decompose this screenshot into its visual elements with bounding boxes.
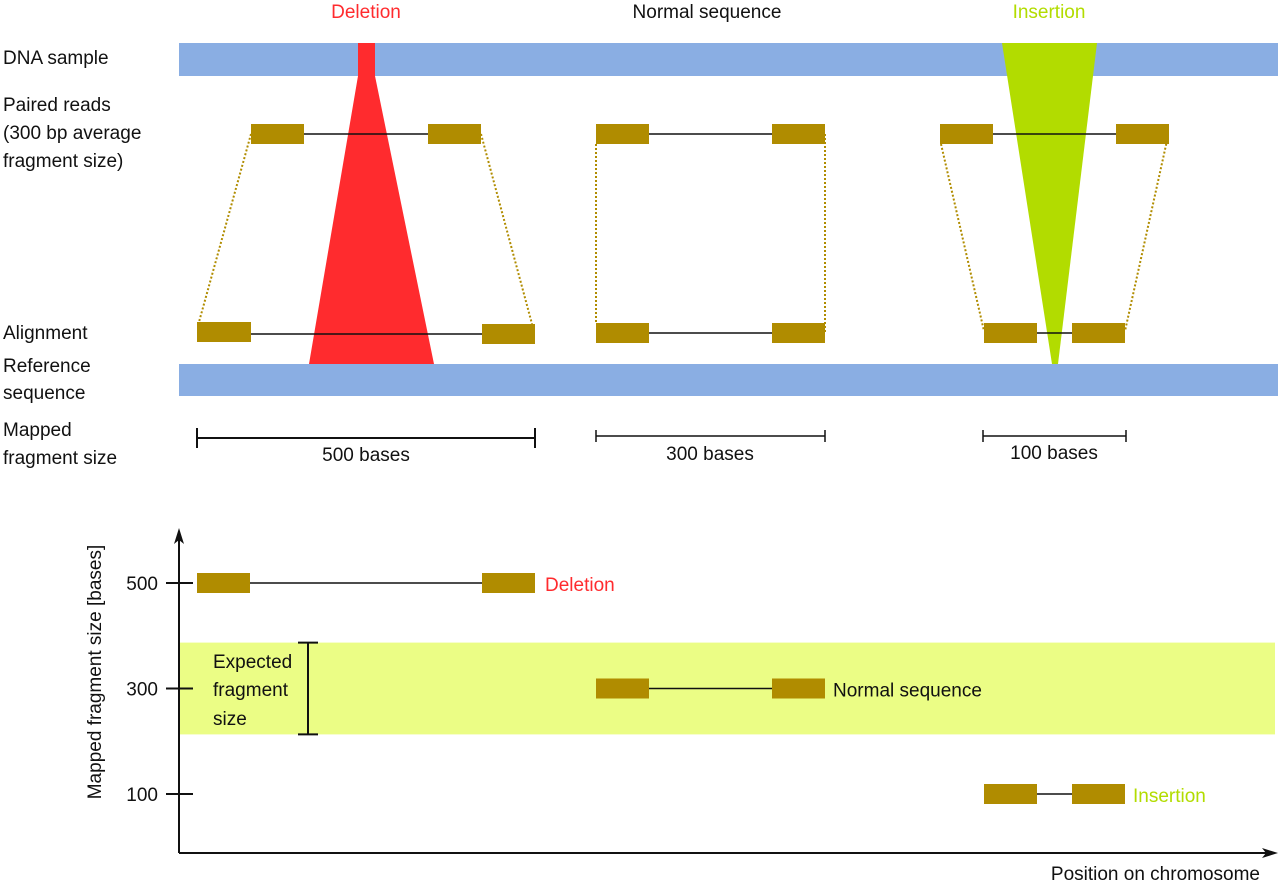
insertion-paired-reads <box>940 124 1169 144</box>
read-box <box>428 124 481 144</box>
read-box <box>984 323 1037 343</box>
scale-label-insertion: 100 bases <box>1010 443 1098 464</box>
read-box <box>1072 784 1125 804</box>
read-box <box>596 678 649 699</box>
connector-dotted <box>940 143 985 332</box>
plot-entry-normal-sequence: Normal sequence <box>596 678 982 702</box>
plot-entry-deletion: Deletion <box>197 573 615 596</box>
title-deletion: Deletion <box>331 2 401 23</box>
fragment-size-plot: Mapped fragment size [bases] Position on… <box>85 528 1278 883</box>
deletion-paired-reads <box>251 124 481 144</box>
x-axis-arrow-icon <box>1262 848 1278 858</box>
y-tick-label: 300 <box>126 680 158 701</box>
label-mapped-2: fragment size <box>3 448 117 469</box>
scale-bar-insertion <box>982 430 1127 442</box>
x-axis-label: Position on chromosome <box>1051 864 1260 883</box>
read-box <box>482 573 535 593</box>
label-paired-reads-1: Paired reads <box>3 95 111 116</box>
insertion-alignment <box>984 323 1125 343</box>
plot-entry-label: Insertion <box>1133 786 1206 807</box>
y-tick-label: 100 <box>126 785 158 806</box>
read-box <box>197 573 250 593</box>
plot-entry-label: Deletion <box>545 575 615 596</box>
y-ticks: 500 300 100 <box>126 574 193 806</box>
read-box <box>197 322 251 342</box>
label-reference-1: Reference <box>3 356 91 377</box>
plot-entry-label: Normal sequence <box>833 681 982 702</box>
label-dna-sample: DNA sample <box>3 48 109 69</box>
label-reference-2: sequence <box>3 383 85 404</box>
deletion-wedge <box>309 76 434 364</box>
y-axis-arrow-icon <box>174 528 184 544</box>
connector-dotted <box>480 133 533 325</box>
normal-alignment <box>596 323 825 343</box>
read-box <box>1072 323 1125 343</box>
y-tick-label: 500 <box>126 574 158 595</box>
read-box <box>772 678 825 699</box>
scale-bar-deletion <box>196 428 536 448</box>
read-box <box>940 124 993 144</box>
connector-dotted <box>198 133 252 323</box>
expected-range-bar <box>298 641 318 736</box>
y-axis-label: Mapped fragment size [bases] <box>85 545 106 800</box>
read-box <box>251 124 304 144</box>
read-box <box>1116 124 1169 144</box>
scale-bar-normal <box>595 430 826 442</box>
read-box <box>596 124 649 144</box>
plot-entry-insertion: Insertion <box>984 784 1206 807</box>
dna-sample-bar <box>179 43 1278 76</box>
title-normal: Normal sequence <box>633 2 782 23</box>
expected-label-1: Expected <box>213 652 292 673</box>
normal-paired-reads <box>596 124 825 144</box>
expected-label-3: size <box>213 709 247 730</box>
read-box <box>772 323 825 343</box>
read-box <box>596 323 649 343</box>
deletion-alignment <box>197 322 535 344</box>
read-box <box>984 784 1037 804</box>
label-alignment: Alignment <box>3 323 88 344</box>
label-mapped-1: Mapped <box>3 420 72 441</box>
scale-label-normal: 300 bases <box>666 444 754 465</box>
connector-dotted <box>1124 135 1169 332</box>
title-insertion: Insertion <box>1013 2 1086 23</box>
label-paired-reads-2: (300 bp average <box>3 123 141 144</box>
deletion-marker <box>358 43 375 76</box>
reference-sequence-bar <box>179 364 1278 396</box>
label-paired-reads-3: fragment size) <box>3 151 123 172</box>
expected-label-2: fragment <box>213 680 289 701</box>
insertion-wedge <box>1002 43 1097 364</box>
scale-label-deletion: 500 bases <box>322 445 410 466</box>
read-box <box>482 324 535 344</box>
read-box <box>772 124 825 144</box>
